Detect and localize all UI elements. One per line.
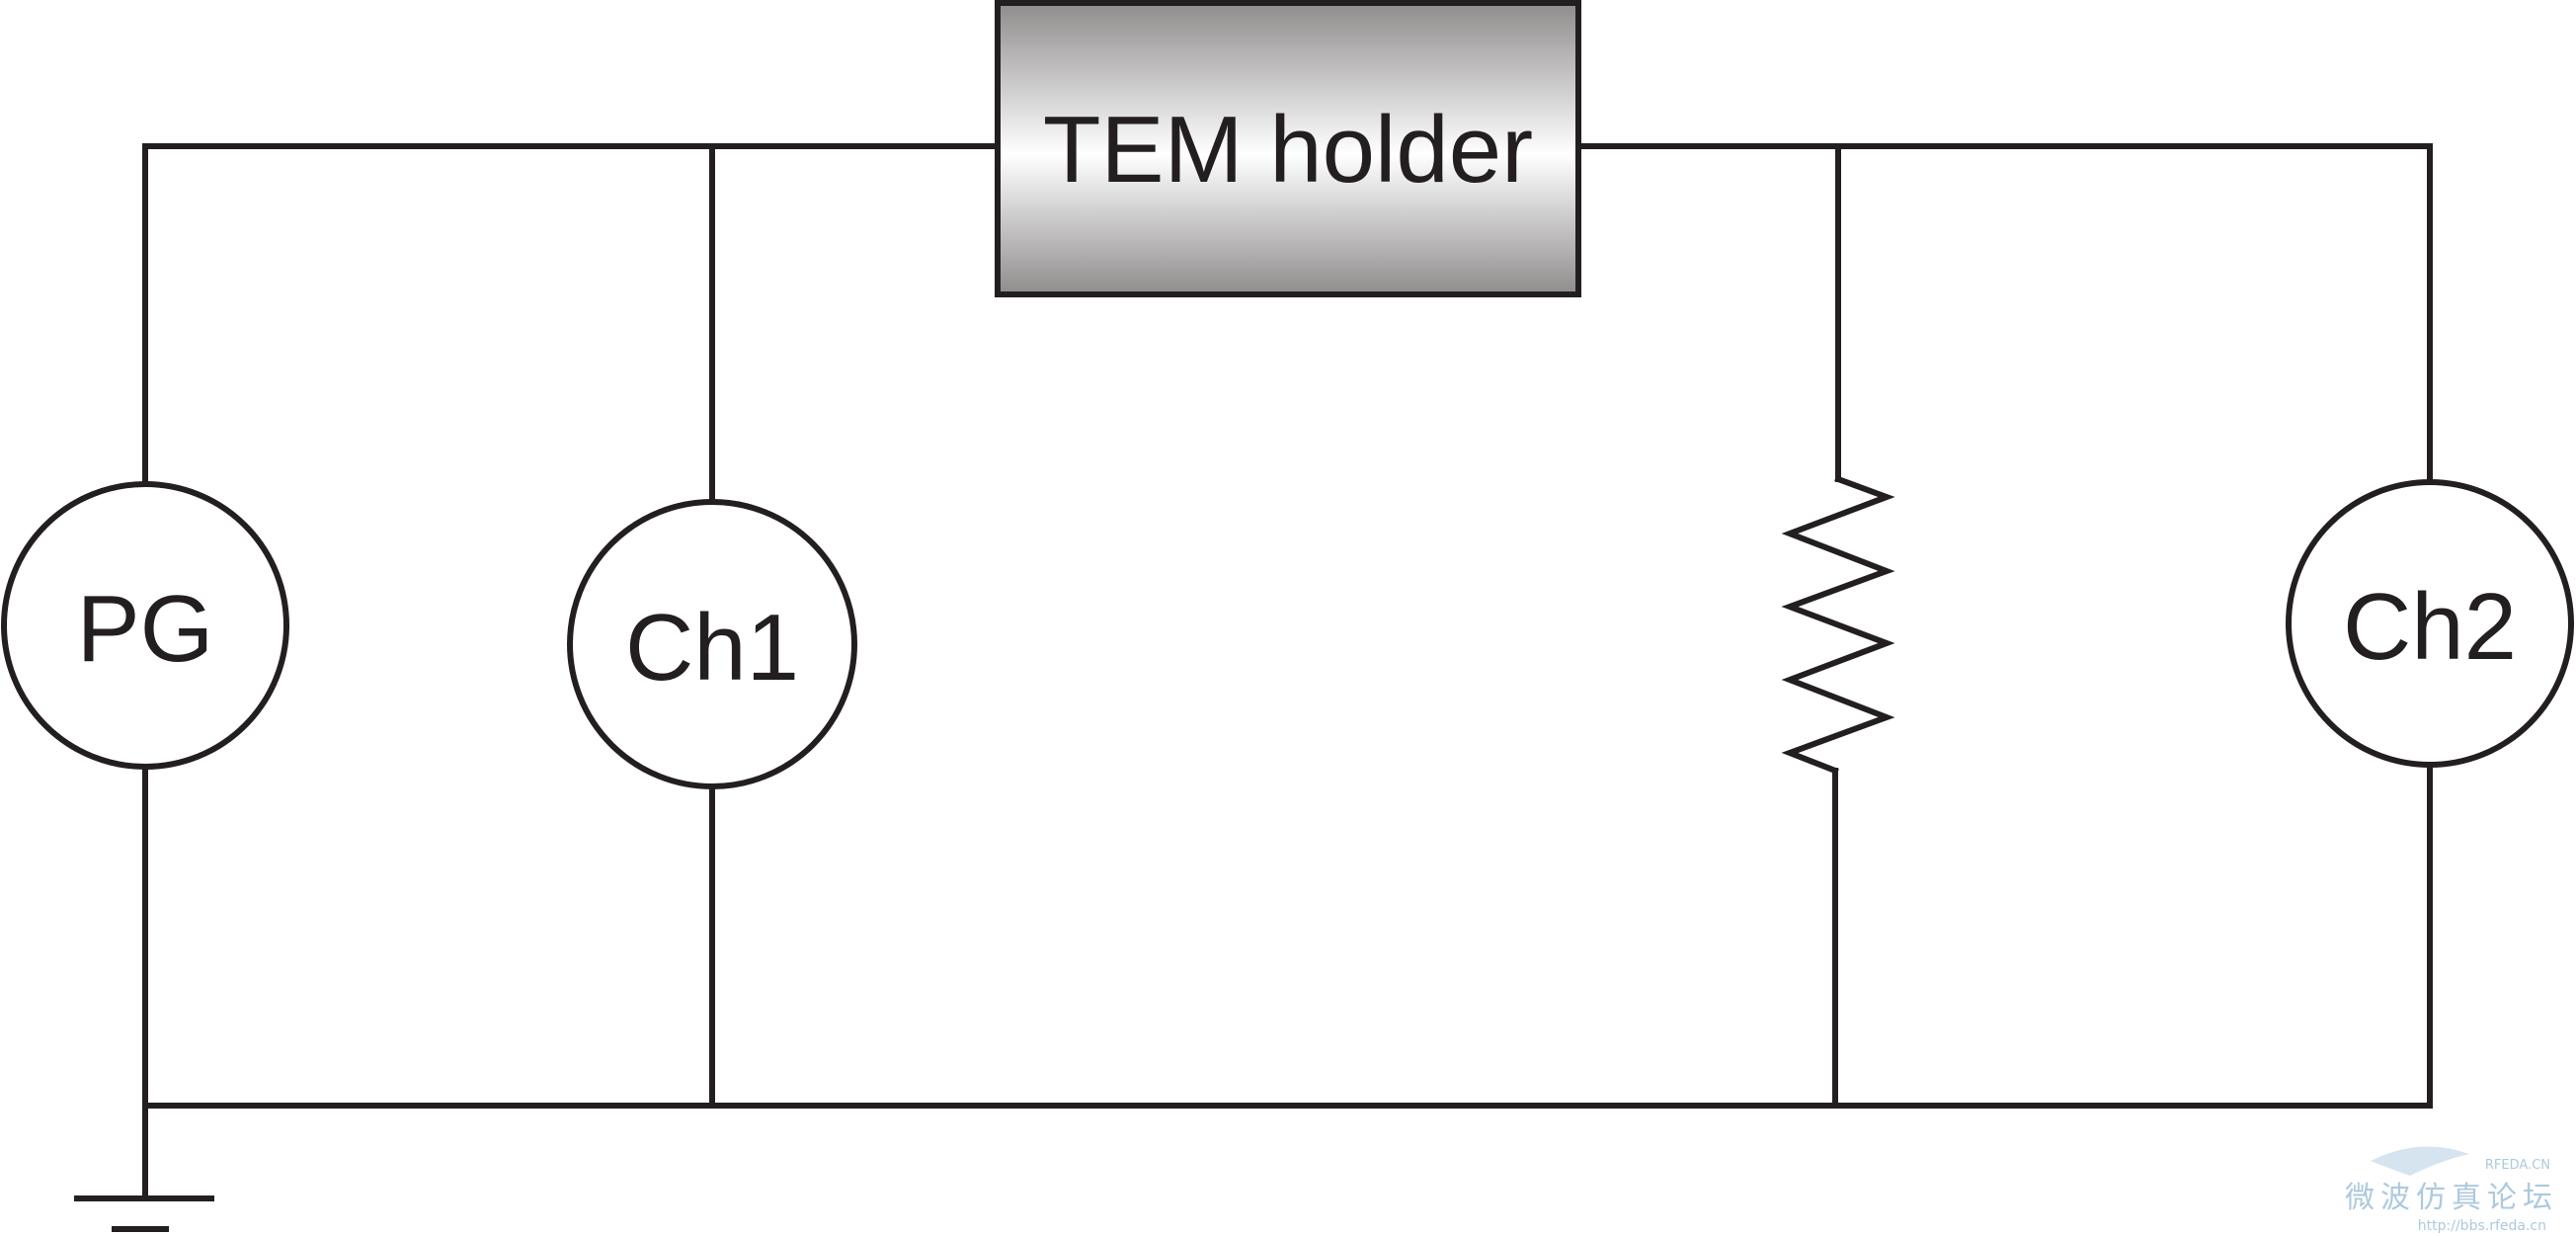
ch1-meter: Ch1 bbox=[567, 499, 857, 789]
ch2-meter: Ch2 bbox=[2286, 479, 2574, 768]
watermark-wing-icon bbox=[2371, 1146, 2469, 1176]
tem-holder-box: TEM holder bbox=[995, 0, 1581, 297]
watermark-brand: RFEDA.CN bbox=[2485, 1158, 2550, 1173]
pg-label: PG bbox=[77, 576, 214, 682]
ch1-label: Ch1 bbox=[625, 595, 799, 700]
watermark-url: http://bbs.rfeda.cn bbox=[2418, 1218, 2546, 1234]
watermark-site-name: 微波仿真论坛 bbox=[2345, 1181, 2558, 1215]
ch2-label: Ch2 bbox=[2343, 574, 2517, 680]
pg-meter: PG bbox=[1, 481, 289, 770]
resistor bbox=[1781, 475, 1895, 775]
tem-holder-label: TEM holder bbox=[1043, 97, 1533, 203]
watermark: RFEDA.CN 微波仿真论坛 http://bbs.rfeda.cn bbox=[2345, 1146, 2558, 1234]
